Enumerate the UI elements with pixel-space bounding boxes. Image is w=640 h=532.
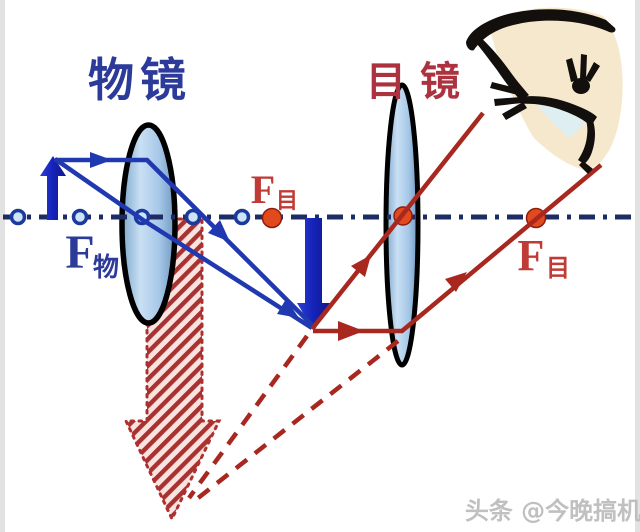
axis-dot: [233, 208, 251, 226]
axis-dot: [184, 208, 202, 226]
left-edge-bar: [0, 0, 5, 532]
lash-knot: [572, 78, 590, 94]
focal-dot-f-eye-left: [261, 207, 283, 229]
f-eye-label-mid: F 目: [251, 167, 298, 214]
real-image-arrow: [297, 218, 330, 331]
f-objective-label: F 物: [65, 226, 119, 283]
left-lash: [502, 102, 527, 120]
f-symbol: F: [518, 231, 545, 280]
arrowhead-icon: [208, 220, 230, 242]
upper-lash: [580, 54, 587, 79]
arrowhead-icon: [445, 272, 467, 292]
arrowhead-icon: [90, 152, 112, 168]
upper-lash: [585, 62, 600, 82]
ray-to-eye-upper: [310, 111, 485, 331]
arrowhead-icon: [351, 255, 371, 277]
objective-rays: [53, 157, 314, 330]
left-lash: [494, 97, 522, 106]
eyepiece-lens-label: 目镜: [366, 59, 474, 105]
upper-eyelid-stroke: [521, 96, 597, 126]
lower-eye-stroke: [578, 118, 595, 164]
object-arrow: [40, 156, 66, 220]
lower-stroke-flick: [579, 161, 593, 174]
upper-lash: [566, 58, 578, 82]
virtual-ray-extension-1: [187, 334, 309, 500]
arrowhead-icon: [277, 299, 299, 318]
axis-dot: [9, 208, 27, 226]
f-symbol: F: [65, 226, 94, 279]
f-symbol: F: [251, 167, 275, 212]
eye-iris-area: [534, 99, 592, 138]
eyepiece-rays: [187, 111, 603, 504]
virtual-ray-extension-2: [191, 339, 400, 504]
objective-lens-label: 物镜: [88, 53, 192, 107]
ray-parallel-then-refracted: [55, 157, 314, 327]
f-eye-label-right: F 目: [518, 231, 570, 282]
eyebrow-stroke: [466, 9, 616, 51]
right-edge-bar: [635, 0, 640, 532]
blue-ray-arrowheads: [90, 152, 299, 318]
arrowhead-icon: [338, 321, 364, 341]
eye-sketch: [466, 7, 623, 174]
f-subscript: 目: [276, 189, 298, 214]
f-subscript: 物: [93, 253, 119, 283]
red-ray-arrowheads: [338, 255, 467, 341]
brow-descender-stroke: [472, 34, 529, 101]
ray-through-center: [53, 157, 314, 330]
watermark-text: 头条 @今晚搞机: [465, 497, 640, 525]
left-lash: [490, 82, 524, 96]
eye-ink-strokes: [466, 9, 616, 174]
f-subscript: 目: [546, 254, 570, 282]
axis-dot-f-objective: [71, 208, 89, 226]
